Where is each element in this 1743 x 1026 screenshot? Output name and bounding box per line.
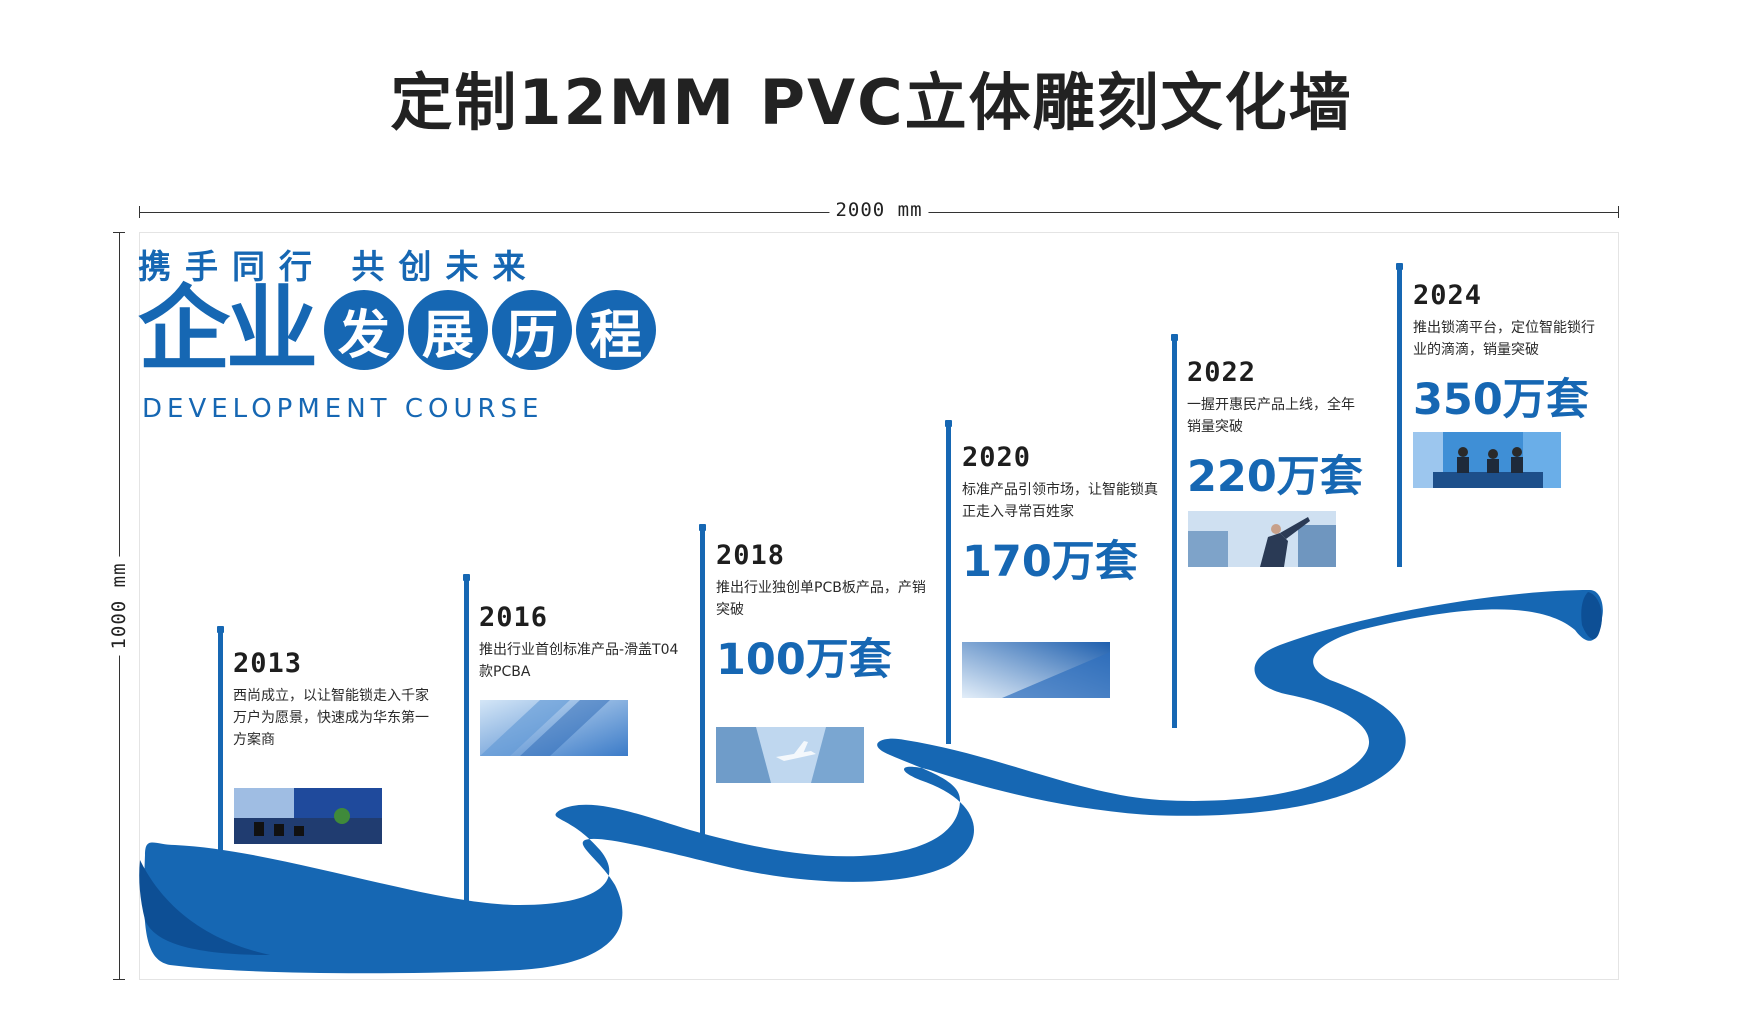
milestone-description: 推出锁滴平台，定位智能锁行业的滴滴，销量突破 bbox=[1413, 320, 1595, 358]
title-banner: 企业 发 展 历 程 bbox=[138, 276, 660, 383]
milestone-year: 2022 bbox=[1187, 357, 1257, 388]
page-title: 定制12MM PVC立体雕刻文化墙 bbox=[390, 66, 1353, 139]
milestone-pole-2013 bbox=[217, 626, 224, 870]
milestone-year: 2020 bbox=[962, 442, 1032, 473]
milestone-pole-2020 bbox=[945, 420, 952, 744]
banner-circle-4: 程 bbox=[576, 290, 657, 370]
milestone-pole-2024 bbox=[1396, 263, 1403, 567]
milestone-year: 2013 bbox=[233, 648, 303, 679]
milestone-description: 一握开惠民产品上线，全年销量突破 bbox=[1187, 397, 1355, 435]
milestone-sales: 170万套 bbox=[962, 537, 1138, 587]
photo-businessman-city bbox=[1188, 511, 1336, 567]
milestone-pole-2016 bbox=[463, 574, 470, 918]
milestone-2024: 2024 推出锁滴平台，定位智能锁行业的滴滴，销量突破 350万套 bbox=[1413, 280, 1603, 427]
milestone-year: 2024 bbox=[1413, 280, 1483, 311]
milestone-2018: 2018 推出行业独创单PCB板产品，产销突破 100万套 bbox=[716, 540, 926, 687]
banner-circle-3: 历 bbox=[492, 290, 573, 370]
photo-airplane-skyscrapers bbox=[716, 727, 864, 783]
photo-business-meeting bbox=[1413, 432, 1561, 488]
banner-circle-2: 展 bbox=[408, 290, 489, 370]
milestone-2013: 2013 西尚成立，以让智能锁走入千家万户为愿景，快速成为华东第一方案商 bbox=[233, 648, 433, 751]
milestone-sales: 100万套 bbox=[716, 635, 892, 685]
milestone-year: 2018 bbox=[716, 540, 786, 571]
milestone-sales: 220万套 bbox=[1187, 452, 1363, 502]
ribbon-fold-end bbox=[1581, 592, 1602, 640]
culture-wall-frame bbox=[139, 232, 1619, 980]
milestone-2020: 2020 标准产品引领市场，让智能锁真正走入寻常百姓家 170万套 bbox=[962, 442, 1162, 589]
milestone-2016: 2016 推出行业首创标准产品-滑盖T04款PCBA bbox=[479, 602, 679, 683]
milestone-2022: 2022 一握开惠民产品上线，全年销量突破 220万套 bbox=[1187, 357, 1367, 504]
milestone-year: 2016 bbox=[479, 602, 549, 633]
photo-glass-facade bbox=[962, 642, 1110, 698]
photo-meeting-room bbox=[234, 788, 382, 844]
milestone-pole-2022 bbox=[1171, 334, 1178, 728]
width-dimension: 2000 mm bbox=[139, 199, 1619, 221]
milestone-description: 推出行业首创标准产品-滑盖T04款PCBA bbox=[479, 642, 679, 680]
width-dimension-label: 2000 mm bbox=[829, 199, 929, 221]
milestone-description: 标准产品引领市场，让智能锁真正走入寻常百姓家 bbox=[962, 482, 1158, 520]
subtitle-english: DEVELOPMENT COURSE bbox=[142, 394, 544, 424]
ribbon-body bbox=[144, 590, 1603, 974]
milestone-sales: 350万套 bbox=[1413, 375, 1589, 425]
banner-circle-1: 发 bbox=[324, 290, 405, 370]
ribbon-fold-dark bbox=[139, 860, 270, 955]
height-dimension: 1000 mm bbox=[108, 232, 130, 980]
milestone-description: 西尚成立，以让智能锁走入千家万户为愿景，快速成为华东第一方案商 bbox=[233, 688, 429, 748]
milestone-pole-2018 bbox=[699, 524, 706, 838]
milestone-description: 推出行业独创单PCB板产品，产销突破 bbox=[716, 580, 926, 618]
photo-glass-building bbox=[480, 700, 628, 756]
banner-plain-text: 企业 bbox=[138, 276, 318, 383]
slogan: 携手同行 共创未来 bbox=[138, 247, 540, 286]
